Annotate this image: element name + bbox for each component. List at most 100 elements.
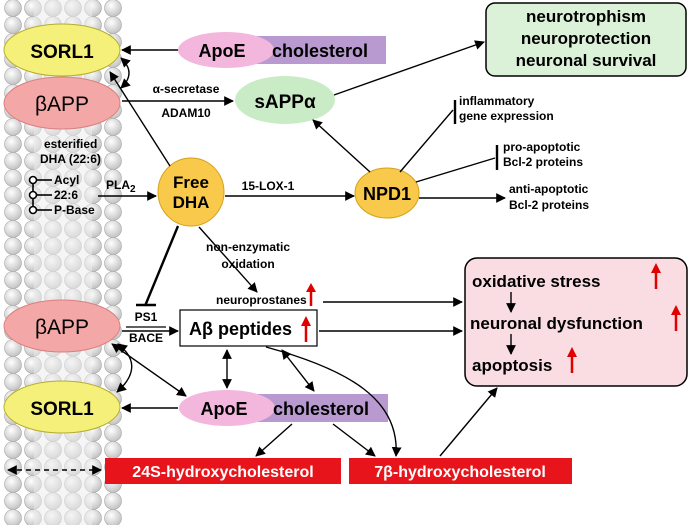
membrane-bead xyxy=(104,203,122,221)
membrane-bead xyxy=(4,492,22,510)
outcome-neurotrophism: neurotrophism xyxy=(526,7,646,26)
app-bottom-node xyxy=(3,299,121,353)
cholesterol-top-label: cholesterol xyxy=(272,41,368,61)
membrane-bead xyxy=(4,475,22,493)
membrane-bead xyxy=(4,118,22,136)
num-22-6-label: 22:6 xyxy=(54,188,78,202)
membrane-bead xyxy=(4,373,22,391)
membrane-bead xyxy=(104,16,122,34)
sorl1-bottom-node xyxy=(3,380,121,434)
sorl1-bottom-label: SORL1 xyxy=(30,399,94,420)
membrane-bead xyxy=(104,356,122,374)
npd1-label: NPD1 xyxy=(363,184,411,204)
membrane-bead xyxy=(4,458,22,476)
membrane-bead xyxy=(104,271,122,289)
membrane-bead xyxy=(104,135,122,153)
membrane-bead xyxy=(104,118,122,136)
membrane-bead xyxy=(4,16,22,34)
membrane-bead xyxy=(104,424,122,442)
membrane-bead xyxy=(4,67,22,85)
outcome-oxidative-stress: oxidative stress xyxy=(472,272,601,291)
membrane-bead xyxy=(4,509,22,525)
membrane-bead xyxy=(4,203,22,221)
sorl1-top-label: SORL1 xyxy=(30,42,94,63)
apoptosis-up-arrow-icon xyxy=(567,347,577,373)
pro-apoptotic-label: pro-apoptotic xyxy=(503,140,581,154)
membrane-bead xyxy=(104,288,122,306)
neuronal-dysfunction-up-arrow-icon xyxy=(671,305,681,331)
neurotoxicity-box xyxy=(464,257,688,387)
abeta-box xyxy=(179,309,318,347)
app-top-label: βAPP xyxy=(35,93,89,116)
hydroxy24-label: 24S-hydroxycholesterol xyxy=(132,464,313,481)
sappa-node xyxy=(235,76,335,124)
membrane-bead xyxy=(104,220,122,238)
sorl1-top-node xyxy=(3,23,121,77)
membrane-bead xyxy=(104,509,122,525)
membrane-bead xyxy=(4,356,22,374)
oxidation-label: oxidation xyxy=(221,257,274,271)
non-enzymatic-label: non-enzymatic xyxy=(206,240,290,254)
ps1-label: PS1 xyxy=(135,310,158,324)
free-dha-node xyxy=(157,157,225,227)
anti-apoptotic-bcl2-label: Bcl-2 proteins xyxy=(509,198,589,212)
membrane-bead xyxy=(4,237,22,255)
membrane-bead xyxy=(4,288,22,306)
outcome-neuroprotection: neuroprotection xyxy=(521,29,651,48)
pro-apoptotic-bcl2-label: Bcl-2 proteins xyxy=(503,155,583,169)
membrane-bead xyxy=(4,169,22,187)
outcome-apoptosis: apoptosis xyxy=(472,356,552,375)
acyl-label: Acyl xyxy=(54,173,79,187)
abeta-up-arrow-icon xyxy=(301,316,311,342)
membrane-bead xyxy=(104,373,122,391)
cholesterol-bottom-label: cholesterol xyxy=(273,399,369,419)
pla2-label: PLA2 xyxy=(106,178,136,195)
free-dha-label-1: Free xyxy=(173,173,209,192)
inhibition-connectors xyxy=(136,100,499,307)
pbase-label: P-Base xyxy=(54,203,95,217)
membrane-bead xyxy=(104,492,122,510)
phospholipid-icon xyxy=(28,175,52,215)
membrane-bead xyxy=(4,254,22,272)
membrane-bead xyxy=(104,237,122,255)
app-bottom-label: βAPP xyxy=(35,316,89,339)
membrane-bead xyxy=(104,0,122,17)
membrane-bead xyxy=(104,254,122,272)
inflammatory-label: inflammatory xyxy=(459,94,535,108)
pathway-connectors xyxy=(7,40,516,475)
sappa-label: sAPPα xyxy=(254,92,316,113)
membrane-bead xyxy=(4,424,22,442)
npd1-node xyxy=(354,167,420,219)
free-dha-label-2: DHA xyxy=(173,193,210,212)
app-top-node xyxy=(3,76,121,130)
hydroxy7-box xyxy=(349,458,572,484)
membrane-bead xyxy=(104,152,122,170)
apoe-top-node xyxy=(178,32,274,68)
outcome-neuronal-dysfunction: neuronal dysfunction xyxy=(470,314,643,333)
neuroprostanes-label: neuroprostanes xyxy=(216,293,307,307)
hydroxy7-label: 7β-hydroxycholesterol xyxy=(374,464,546,481)
membrane-bead xyxy=(4,271,22,289)
gene-expression-label: gene expression xyxy=(459,109,554,123)
neuroprotection-box xyxy=(485,2,687,77)
membrane-bead xyxy=(4,441,22,459)
esterified-label: esterified xyxy=(44,137,97,151)
neuroprostanes-up-arrow-icon xyxy=(306,283,316,306)
membrane-bead xyxy=(4,186,22,204)
outcome-neuronal-survival: neuronal survival xyxy=(516,51,657,70)
esterified-dha-label: DHA (22:6) xyxy=(40,152,101,166)
membrane-bead xyxy=(4,135,22,153)
apoe-bottom-label: ApoE xyxy=(201,399,248,419)
membrane-bead xyxy=(4,152,22,170)
adam10-label: ADAM10 xyxy=(161,106,211,120)
membrane-bead xyxy=(4,0,22,17)
membrane-bead xyxy=(4,220,22,238)
anti-apoptotic-label: anti-apoptotic xyxy=(509,182,589,196)
membrane-bead xyxy=(104,441,122,459)
apoe-bottom-node xyxy=(179,390,275,426)
bace-label: BACE xyxy=(129,331,163,345)
oxidative-stress-up-arrow-icon xyxy=(651,263,661,289)
alpha-secretase-label: α-secretase xyxy=(153,82,220,96)
apoe-top-label: ApoE xyxy=(199,41,246,61)
